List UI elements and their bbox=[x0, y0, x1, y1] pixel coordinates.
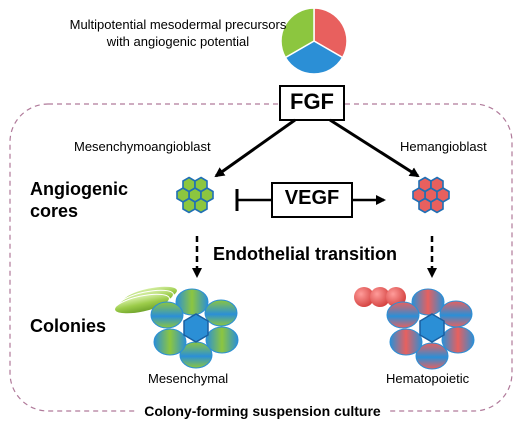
mesenchymal-colony-icon bbox=[114, 285, 239, 369]
vegf-label: VEGF bbox=[284, 187, 340, 209]
fgf-arrow-right bbox=[329, 118, 420, 178]
hemangioblast-core-icon bbox=[412, 176, 450, 214]
fgf-label: FGF bbox=[290, 89, 334, 114]
mesenchymoangioblast-core-icon bbox=[176, 176, 214, 214]
row-label-colonies: Colonies bbox=[30, 316, 107, 336]
culture-boundary bbox=[9, 103, 513, 412]
culture-label: Colony-forming suspension culture bbox=[138, 403, 387, 419]
lineage-right-label: Hemangioblast bbox=[400, 139, 487, 154]
row-label-transition: Endothelial transition bbox=[213, 244, 398, 264]
row-label-cores: Angiogenic cores bbox=[30, 179, 128, 221]
lineage-left-label: Mesenchymoangioblast bbox=[74, 139, 211, 154]
precursor-pie bbox=[280, 7, 348, 75]
vegf-box bbox=[271, 182, 353, 218]
precursor-label: Multipotential mesodermal precursors wit… bbox=[69, 17, 287, 49]
colony-left-label: Mesenchymal bbox=[148, 371, 229, 386]
fgf-box bbox=[279, 85, 345, 121]
colony-right-label: Hematopoietic bbox=[386, 371, 470, 386]
fgf-arrow-left bbox=[214, 118, 296, 178]
hematopoietic-colony-icon bbox=[354, 287, 475, 370]
